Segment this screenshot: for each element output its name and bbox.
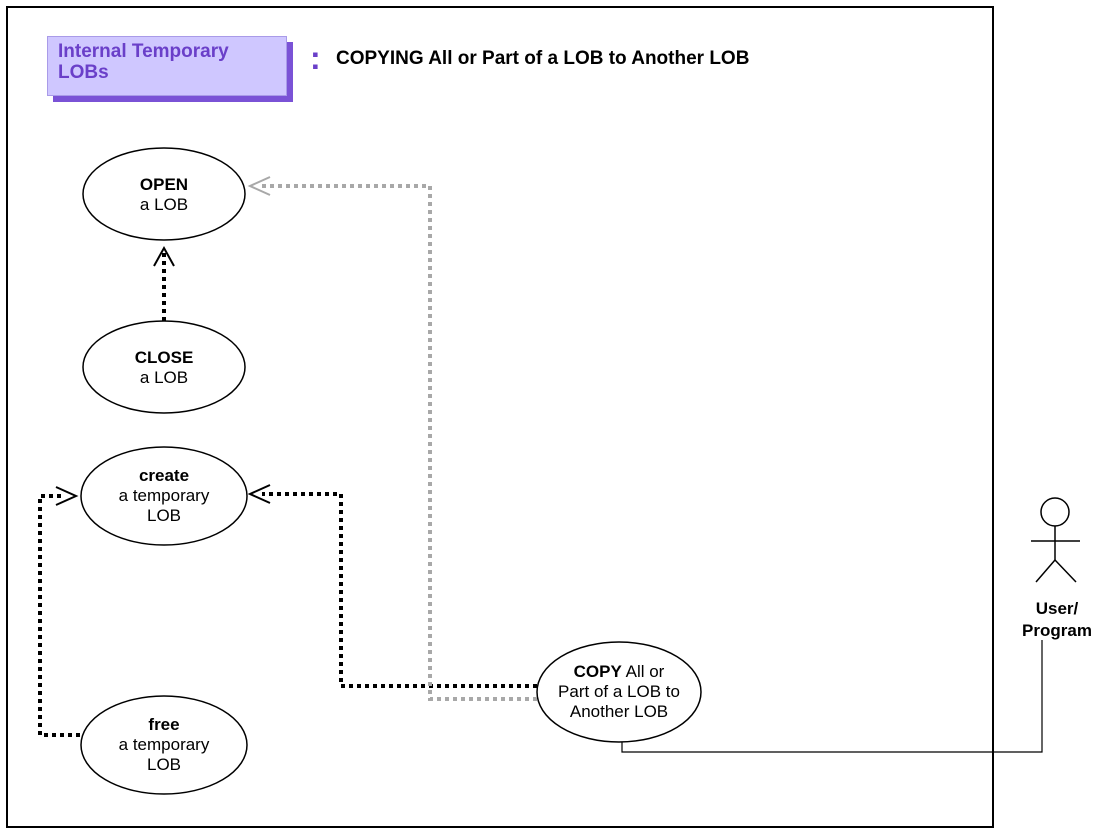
dep-copy-open bbox=[262, 184, 537, 701]
usecase-open-name: OPEN bbox=[139, 175, 189, 194]
usecase-copy-tail: All or bbox=[621, 662, 665, 681]
usecase-copy-ellipse bbox=[536, 641, 702, 743]
usecase-create: create a temporary LOB bbox=[94, 466, 234, 526]
usecase-open-desc: a LOB bbox=[139, 195, 189, 214]
usecase-free-line3: LOB bbox=[146, 755, 182, 774]
usecase-close-desc: a LOB bbox=[139, 368, 189, 387]
dep-copy-create bbox=[262, 492, 537, 688]
diagram-title: COPYING All or Part of a LOB to Another … bbox=[336, 48, 750, 69]
arrowhead-open-from-close bbox=[153, 245, 175, 267]
actor-label-line2: Program bbox=[1022, 621, 1092, 640]
actor-label: User/ Program bbox=[1005, 598, 1109, 642]
usecase-create-name: create bbox=[138, 466, 190, 485]
usecase-create-line2: a temporary bbox=[118, 486, 210, 505]
usecase-free-line2: a temporary bbox=[118, 735, 210, 754]
usecase-close-name: CLOSE bbox=[134, 348, 194, 367]
usecase-open-ellipse bbox=[82, 147, 246, 241]
usecase-copy: COPY All or Part of a LOB to Another LOB bbox=[539, 662, 699, 722]
diagram-frame bbox=[6, 6, 994, 828]
usecase-copy-name: COPY bbox=[573, 662, 622, 681]
actor-label-line1: User/ bbox=[1035, 599, 1079, 618]
usecase-free: free a temporary LOB bbox=[94, 715, 234, 775]
association-copy-actor bbox=[621, 640, 1043, 753]
actor-icon bbox=[1031, 497, 1080, 583]
usecase-copy-line3: Another LOB bbox=[569, 702, 669, 721]
usecase-close: CLOSE a LOB bbox=[94, 348, 234, 388]
title-separator: : bbox=[310, 40, 321, 76]
category-badge: Internal Temporary LOBs bbox=[47, 36, 287, 96]
arrowhead-open-from-copy bbox=[247, 176, 271, 196]
usecase-create-line3: LOB bbox=[146, 506, 182, 525]
arrowhead-create-from-free bbox=[55, 486, 79, 506]
usecase-create-ellipse bbox=[80, 446, 248, 546]
usecase-open: OPEN a LOB bbox=[94, 175, 234, 215]
arrowhead-create-from-copy bbox=[247, 484, 271, 504]
usecase-free-name: free bbox=[148, 715, 180, 734]
usecase-free-ellipse bbox=[80, 695, 248, 795]
usecase-copy-line2: Part of a LOB to bbox=[558, 682, 680, 701]
dep-free-create bbox=[38, 494, 80, 737]
